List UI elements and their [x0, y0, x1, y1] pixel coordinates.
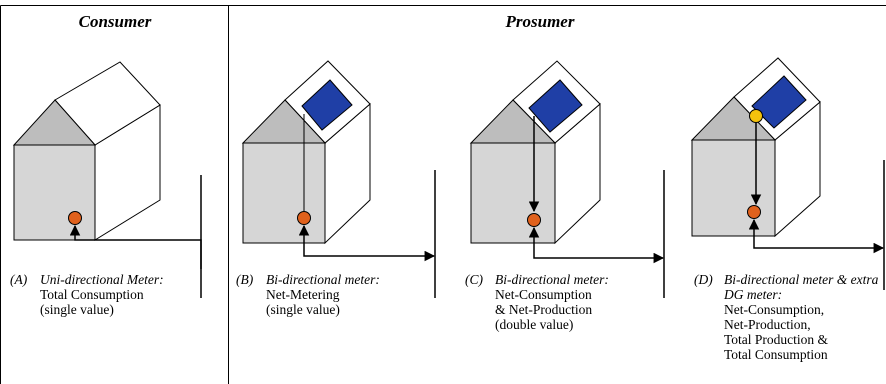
- house-d: [690, 57, 885, 290]
- caption-line: (single value): [266, 302, 340, 317]
- prosumer-header: Prosumer: [505, 12, 575, 31]
- caption-d: (D) Bi-directional meter & extra DG mete…: [694, 272, 878, 362]
- dg-meter: [749, 109, 763, 123]
- caption-line: Total Production &: [724, 332, 829, 347]
- consumption-meter: [68, 211, 82, 225]
- house-a: [12, 61, 202, 298]
- caption-line: Net-Production,: [724, 317, 811, 332]
- meter-type: Bi-directional meter:: [495, 272, 609, 287]
- caption-a: (A) Uni-directional Meter: Total Consump…: [10, 272, 164, 317]
- house-b: [241, 60, 436, 298]
- solar-panel: [528, 79, 583, 133]
- caption-line: (single value): [40, 302, 114, 317]
- caption-b: (B) Bi-directional meter: Net-Metering (…: [236, 272, 380, 317]
- caption-line: Net-Consumption,: [724, 302, 825, 317]
- caption-c: (C) Bi-directional meter: Net-Consumptio…: [465, 272, 609, 332]
- caption-letter: (B): [236, 272, 254, 287]
- caption-line: Net-Consumption: [495, 287, 592, 302]
- net-meter: [527, 213, 541, 227]
- frame: [0, 5, 886, 384]
- meter-to-grid-arrow: [753, 233, 885, 254]
- caption-line: (double value): [495, 317, 574, 332]
- caption-line: Total Consumption: [40, 287, 144, 302]
- net-meter: [297, 211, 311, 225]
- solar-panel: [751, 75, 807, 129]
- meter-type: Bi-directional meter & extra: [724, 272, 879, 287]
- house-front-wall: [470, 142, 556, 244]
- meter-to-grid-arrow: [303, 238, 436, 262]
- net-meter: [747, 205, 761, 219]
- consumer-header: Consumer: [78, 12, 152, 31]
- caption-letter: (A): [10, 272, 28, 287]
- house-front-wall: [691, 139, 776, 237]
- caption-letter: (D): [694, 272, 713, 287]
- solar-panel: [301, 79, 353, 131]
- house-front-wall: [242, 142, 326, 244]
- caption-line: Total Consumption: [724, 347, 828, 362]
- house-c: [469, 60, 665, 298]
- caption-letter: (C): [465, 272, 483, 287]
- meter-type: Bi-directional meter:: [266, 272, 380, 287]
- house-gable: [12, 99, 97, 146]
- caption-line: & Net-Production: [495, 302, 593, 317]
- meter-type-continued: DG meter:: [724, 287, 783, 302]
- caption-line: Net-Metering: [266, 287, 340, 302]
- house-front-wall: [13, 144, 96, 241]
- meter-to-grid-arrow: [533, 242, 665, 264]
- meter-type: Uni-directional Meter:: [40, 272, 164, 287]
